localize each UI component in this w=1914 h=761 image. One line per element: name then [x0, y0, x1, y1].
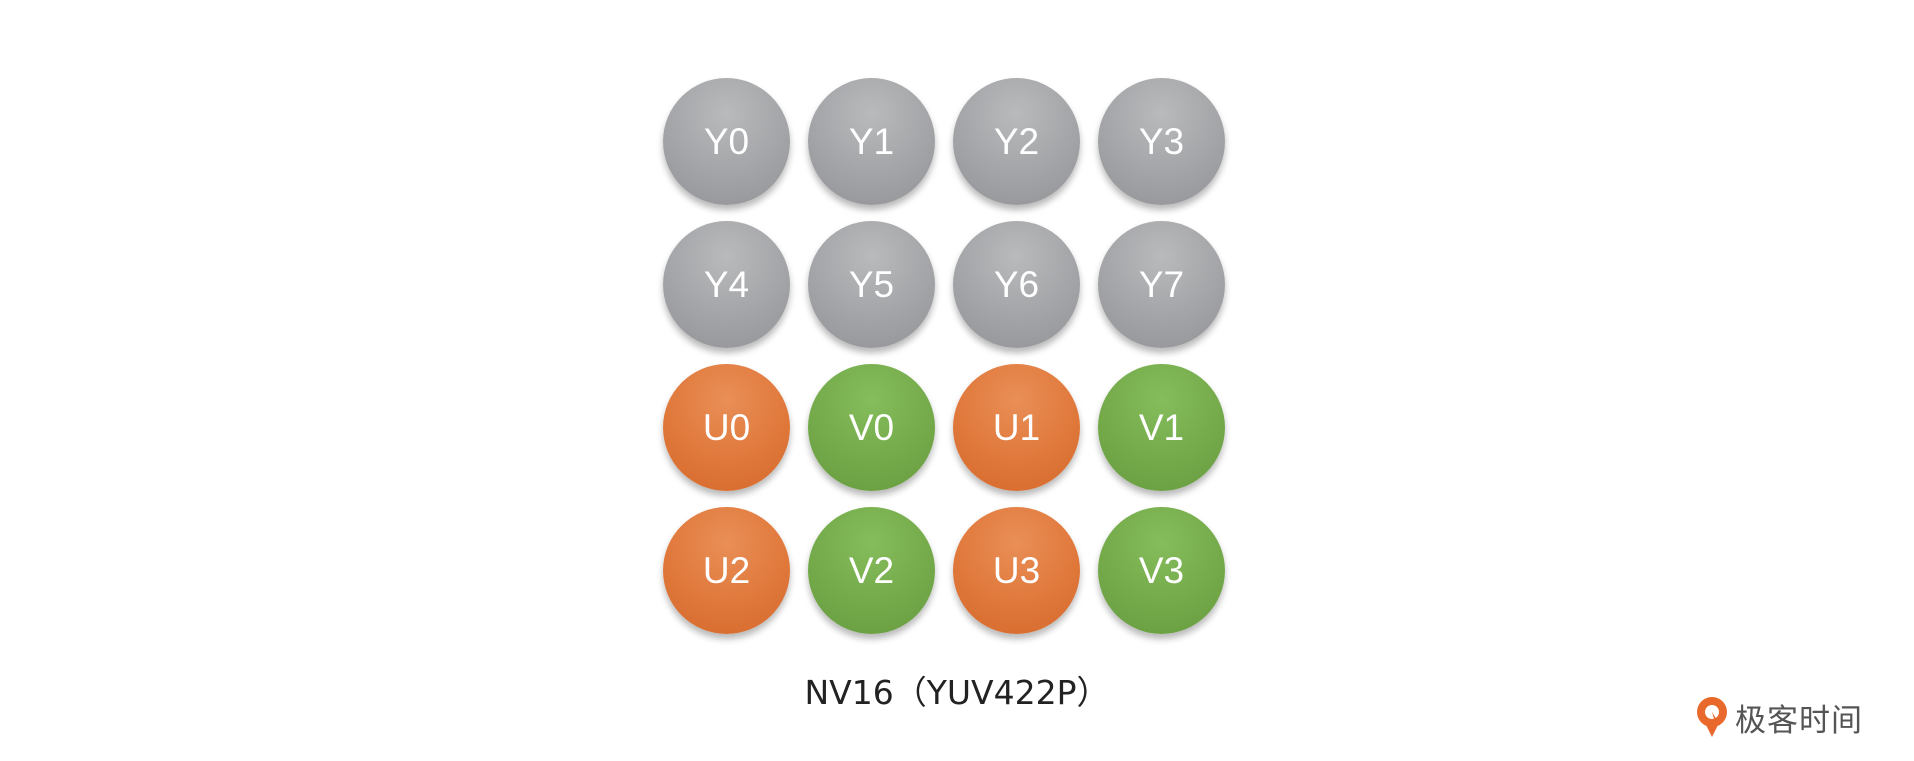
sample-v2: V2 [808, 507, 935, 634]
sample-y6: Y6 [953, 221, 1080, 348]
geektime-logo-icon [1697, 697, 1727, 737]
sample-u0: U0 [663, 364, 790, 491]
sample-v1: V1 [1098, 364, 1225, 491]
sample-u1: U1 [953, 364, 1080, 491]
diagram-caption: NV16（YUV422P） [804, 673, 1110, 712]
sample-y4: Y4 [663, 221, 790, 348]
sample-y0: Y0 [663, 78, 790, 205]
sample-y1: Y1 [808, 78, 935, 205]
geektime-logo: 极客时间 [1693, 695, 1863, 739]
logo-text: 极客时间 [1735, 702, 1863, 739]
yuv-sample-grid: Y0 Y1 Y2 Y3 Y4 Y5 Y6 Y7 U0 V0 U1 V1 U2 V… [663, 78, 1243, 638]
sample-y3: Y3 [1098, 78, 1225, 205]
sample-u3: U3 [953, 507, 1080, 634]
sample-y2: Y2 [953, 78, 1080, 205]
sample-v0: V0 [808, 364, 935, 491]
sample-v3: V3 [1098, 507, 1225, 634]
sample-y5: Y5 [808, 221, 935, 348]
sample-y7: Y7 [1098, 221, 1225, 348]
sample-u2: U2 [663, 507, 790, 634]
